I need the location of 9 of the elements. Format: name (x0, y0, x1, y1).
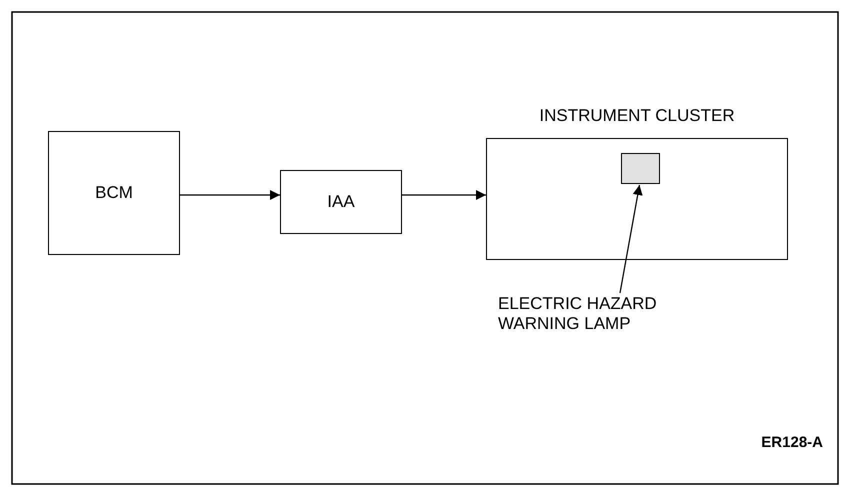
arrow (180, 190, 280, 200)
heading: INSTRUMENT CLUSTER (538, 106, 736, 126)
arrow (402, 190, 486, 200)
warning-lamp (621, 153, 660, 184)
module-box: IAA (280, 170, 402, 234)
module-box: BCM (48, 131, 180, 255)
lamp-label: ELECTRIC HAZARD WARNING LAMP (498, 294, 658, 334)
figure-code: ER128-A (761, 434, 823, 451)
leader-line (619, 184, 643, 294)
